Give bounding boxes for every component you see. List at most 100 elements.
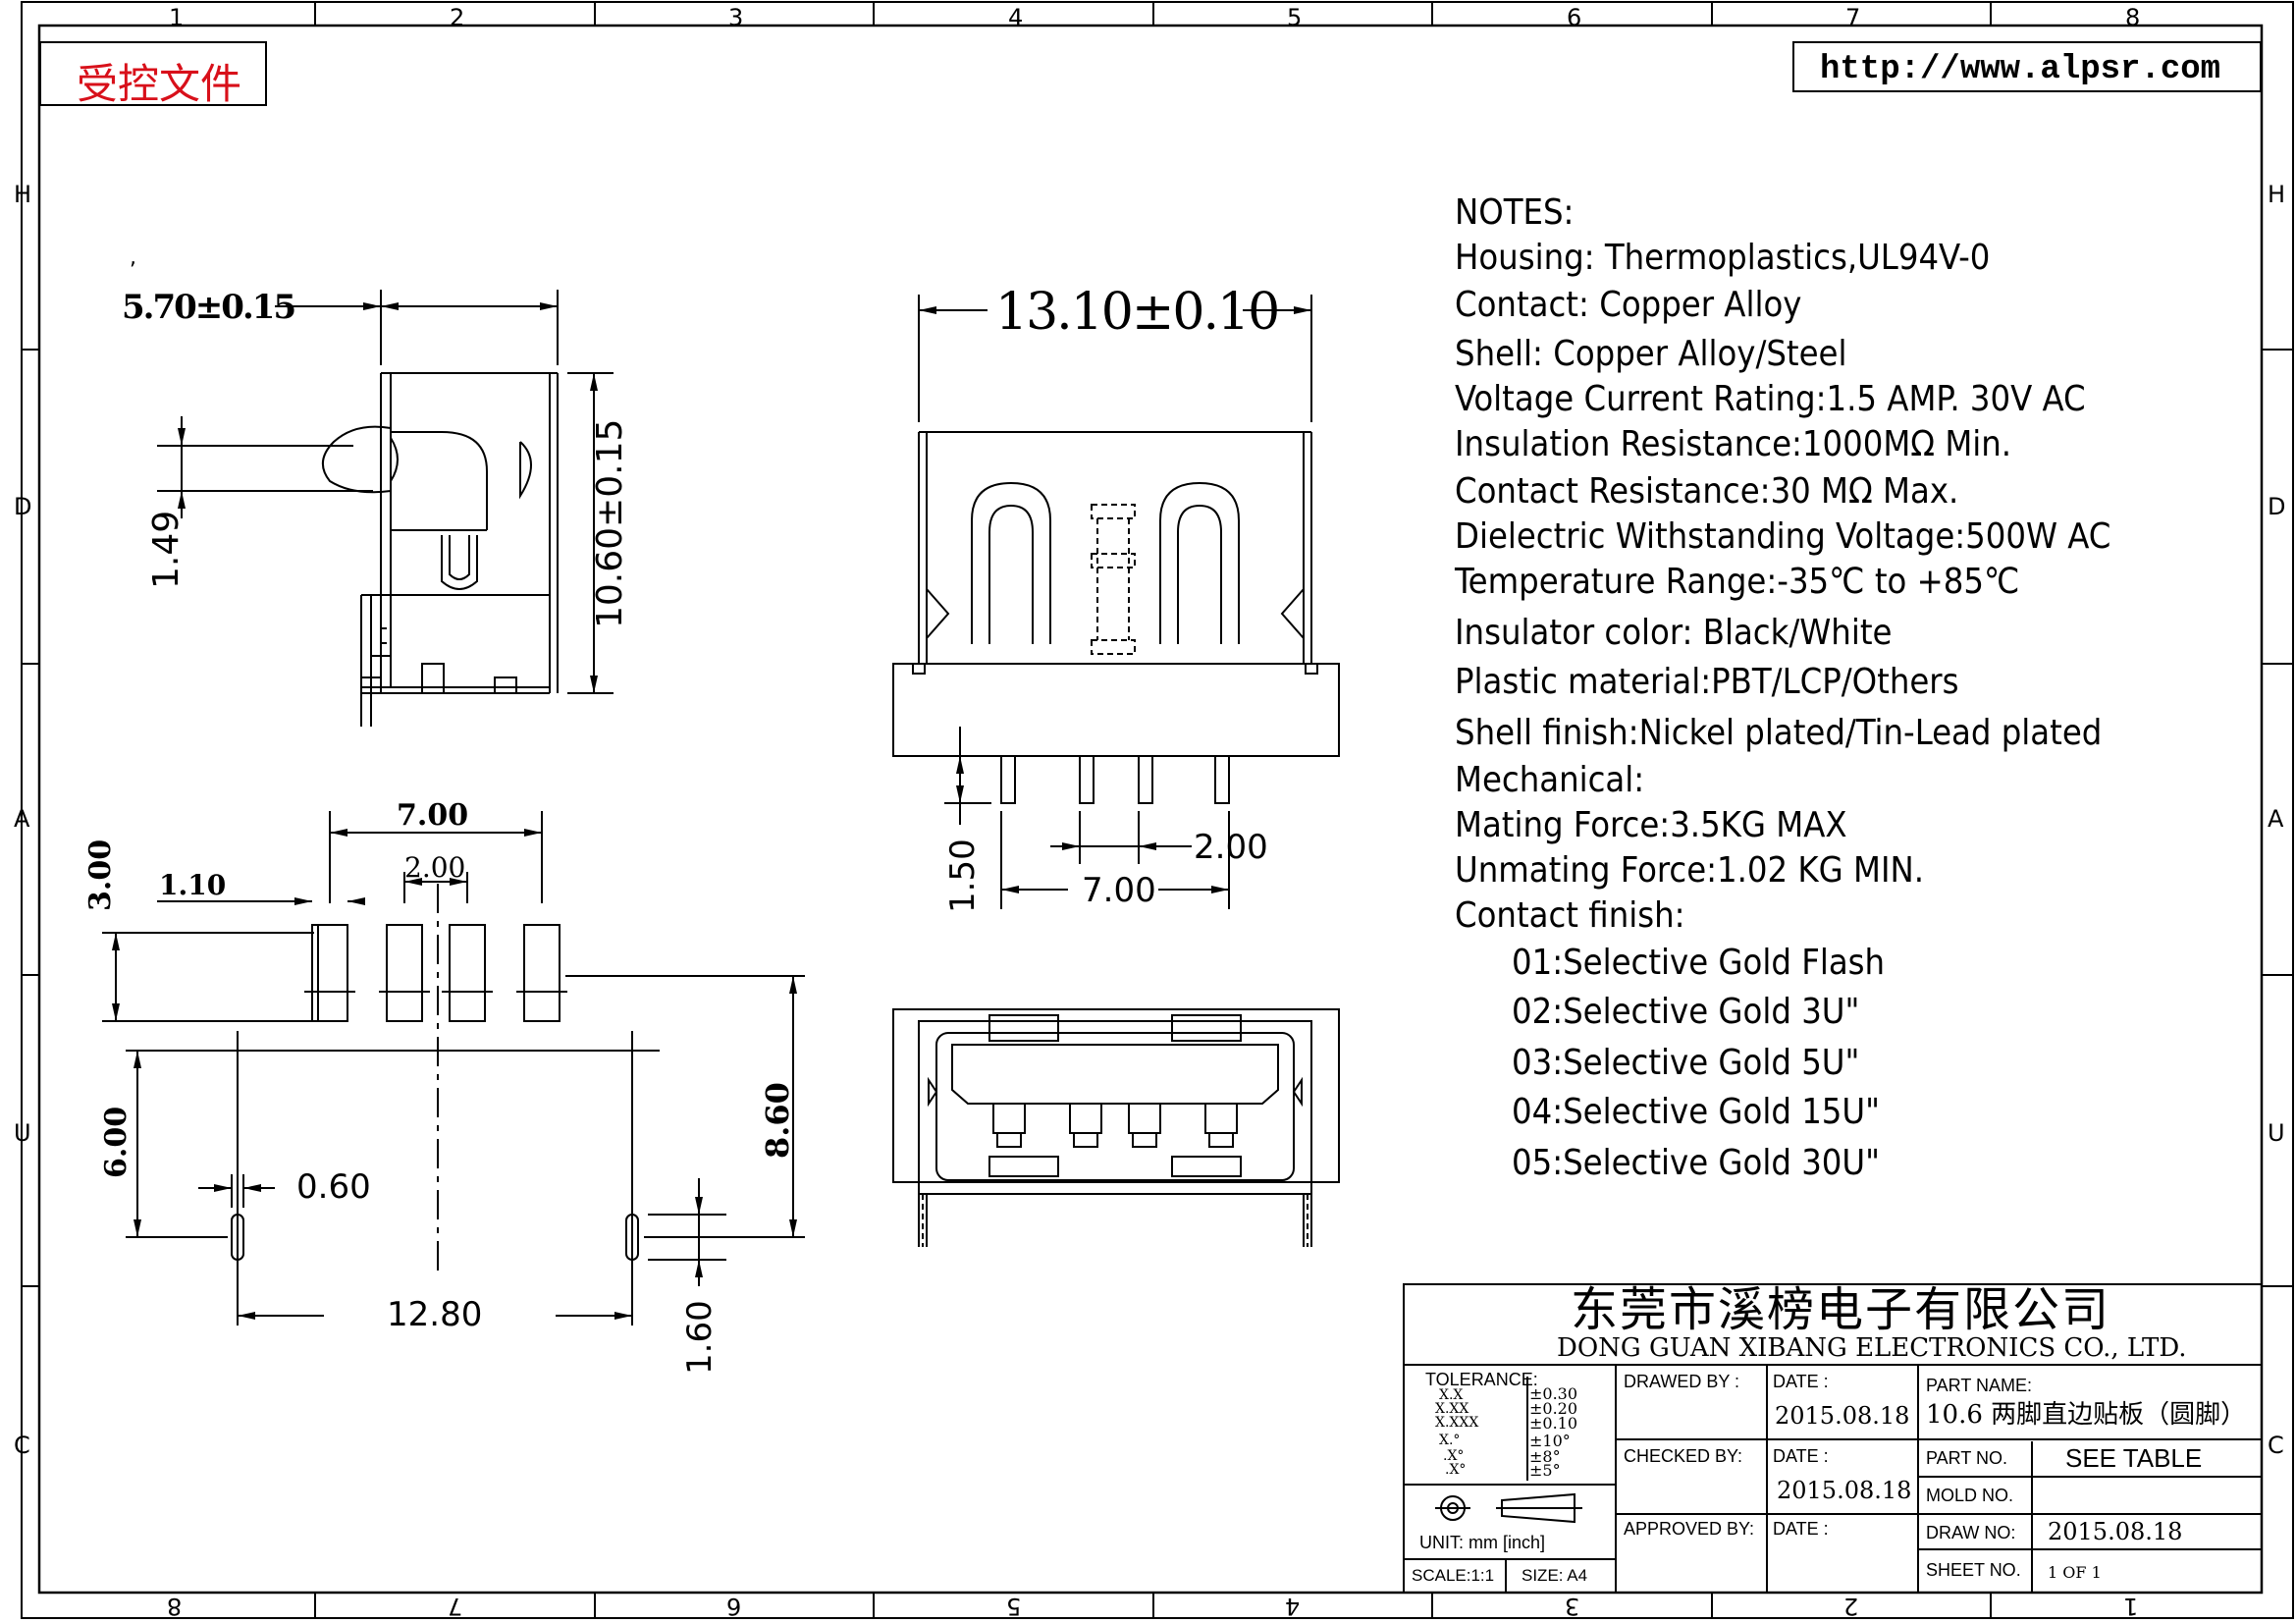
- part-no-label: PART NO.: [1926, 1448, 2008, 1468]
- grid-top-1: 1: [169, 4, 185, 31]
- website-box: http://www.alpsr.com: [1792, 41, 2262, 92]
- dim-side-149: 1.49: [146, 510, 187, 589]
- checked-by-label: CHECKED BY:: [1624, 1446, 1743, 1466]
- sheet-no-value: 1 OF 1: [2048, 1563, 2102, 1582]
- grid-right-d: D: [2268, 493, 2286, 520]
- dim-fp-200: 2.00: [404, 851, 466, 884]
- date-label-1: DATE :: [1773, 1372, 1829, 1391]
- note-line: Housing: Thermoplastics,UL94V-0: [1455, 238, 1991, 278]
- tol-xdeg2: .X°: [1445, 1462, 1467, 1478]
- tol-xdeg: .X°: [1443, 1448, 1465, 1464]
- dim-fp-300: 3.00: [83, 839, 118, 911]
- note-line: Mechanical:: [1455, 760, 1645, 800]
- tol-xxx: X.XXX: [1435, 1415, 1479, 1431]
- grid-top-3: 3: [728, 4, 744, 31]
- unit-label: UNIT: mm [inch]: [1419, 1533, 1546, 1552]
- dim-fp-060: 0.60: [296, 1167, 371, 1207]
- part-name-value: 10.6 两脚直边贴板（圆脚）: [1926, 1400, 2247, 1430]
- note-line: Mating Force:3.5KG MAX: [1455, 805, 1847, 845]
- date-label-2: DATE :: [1773, 1446, 1829, 1466]
- note-line: Temperature Range:-35℃ to +85℃: [1455, 562, 2020, 602]
- dim-comma: ,: [130, 245, 136, 270]
- front-view: [892, 295, 1340, 909]
- tol-xx: X.XX: [1435, 1401, 1469, 1417]
- note-line: Contact finish:: [1455, 895, 1685, 936]
- note-line: Shell finish:Nickel plated/Tin-Lead plat…: [1455, 713, 2103, 753]
- tol-v2: ±0.20: [1529, 1399, 1578, 1418]
- tol-v6: ±5°: [1529, 1461, 1561, 1480]
- company-name-en: DONG GUAN XIBANG ELECTRONICS CO., LTD.: [1557, 1333, 2187, 1363]
- date-label-3: DATE :: [1773, 1519, 1829, 1539]
- note-line: Unmating Force:1.02 KG MIN.: [1455, 850, 1925, 891]
- grid-top-6: 6: [1567, 4, 1582, 31]
- grid-right-a: A: [2268, 805, 2284, 833]
- note-line: Insulator color: Black/White: [1455, 613, 1893, 653]
- part-no-value: SEE TABLE: [2065, 1443, 2203, 1473]
- grid-top-7: 7: [1845, 4, 1861, 31]
- footprint-arrows: [112, 829, 797, 1320]
- dim-front-200: 2.00: [1194, 828, 1268, 867]
- company-name-cn: 东莞市溪榜电子有限公司: [1571, 1282, 2111, 1337]
- grid-bottom-7: 7: [448, 1593, 463, 1620]
- note-line: Plastic material:PBT/LCP/Others: [1455, 662, 1959, 702]
- dim-fp-700: 7.00: [397, 798, 469, 833]
- tol-x: X.X: [1439, 1387, 1464, 1403]
- tol-x-deg: X.°: [1439, 1433, 1461, 1448]
- drawn-date: 2015.08.18: [1775, 1402, 1910, 1430]
- note-line: 04:Selective Gold 15U": [1512, 1092, 1880, 1132]
- title-block-lines: [1403, 1283, 2263, 1594]
- inner-frame: [37, 24, 2264, 1595]
- note-line: Contact: Copper Alloy: [1455, 285, 1802, 325]
- mold-no-label: MOLD NO.: [1926, 1486, 2014, 1505]
- outer-frame: [21, 1, 2294, 1619]
- tol-v4: ±10°: [1529, 1432, 1571, 1450]
- grid-top-8: 8: [2125, 4, 2141, 31]
- zone-ticks: [22, 2, 2293, 1618]
- note-line: Insulation Resistance:1000MΩ Min.: [1455, 424, 2012, 464]
- draw-no-label: DRAW NO:: [1926, 1523, 2016, 1542]
- grid-top-5: 5: [1287, 4, 1303, 31]
- stamp-text: 受控文件: [77, 60, 242, 108]
- side-view: [157, 290, 614, 727]
- note-line: 01:Selective Gold Flash: [1512, 943, 1886, 983]
- tolerance-label: TOLERANCE:: [1425, 1370, 1538, 1389]
- website-url: http://www.alpsr.com: [1820, 51, 2221, 88]
- grid-top-4: 4: [1008, 4, 1024, 31]
- dim-fp-1280: 12.80: [387, 1295, 483, 1334]
- dim-fp-600: 6.00: [99, 1106, 133, 1178]
- grid-right-c: C: [2268, 1432, 2284, 1459]
- tol-v1: ±0.30: [1529, 1384, 1578, 1403]
- front-view-arrows: [919, 306, 1311, 893]
- tol-v5: ±8°: [1529, 1447, 1561, 1466]
- grid-bottom-6: 6: [726, 1593, 742, 1620]
- grid-right-h: H: [2268, 181, 2286, 208]
- note-line: NOTES:: [1455, 192, 1575, 233]
- end-view: [892, 1008, 1340, 1247]
- grid-left-d: D: [14, 493, 32, 520]
- dim-front-700: 7.00: [1082, 871, 1156, 910]
- note-line: 02:Selective Gold 3U": [1512, 992, 1860, 1032]
- side-view-arrows: [178, 302, 598, 693]
- grid-top-2: 2: [450, 4, 465, 31]
- grid-bottom-3: 3: [1565, 1593, 1580, 1620]
- drawn-by-label: DRAWED BY :: [1624, 1372, 1740, 1391]
- note-line: Voltage Current Rating:1.5 AMP. 30V AC: [1455, 379, 2086, 419]
- controlled-document-stamp: 受控文件: [39, 41, 267, 108]
- dim-fp-160: 1.60: [680, 1300, 720, 1375]
- note-line: 03:Selective Gold 5U": [1512, 1043, 1860, 1083]
- grid-bottom-5: 5: [1006, 1593, 1022, 1620]
- grid-bottom-8: 8: [167, 1593, 183, 1620]
- grid-bottom-2: 2: [1843, 1593, 1859, 1620]
- grid-left-a: A: [14, 805, 30, 833]
- note-line: Shell: Copper Alloy/Steel: [1455, 334, 1847, 374]
- note-line: Dielectric Withstanding Voltage:500W AC: [1455, 516, 2111, 557]
- dim-side-width: 5.70±0.15: [122, 288, 296, 327]
- tol-v3: ±0.10: [1529, 1414, 1578, 1433]
- dim-fp-110: 1.10: [159, 869, 227, 901]
- scale-label: SCALE:1:1: [1412, 1566, 1495, 1585]
- grid-right-u: U: [2268, 1119, 2285, 1147]
- grid-left-u: U: [14, 1119, 31, 1147]
- approved-by-label: APPROVED BY:: [1624, 1519, 1755, 1539]
- grid-bottom-4: 4: [1285, 1593, 1301, 1620]
- part-name-label: PART NAME:: [1926, 1376, 2033, 1395]
